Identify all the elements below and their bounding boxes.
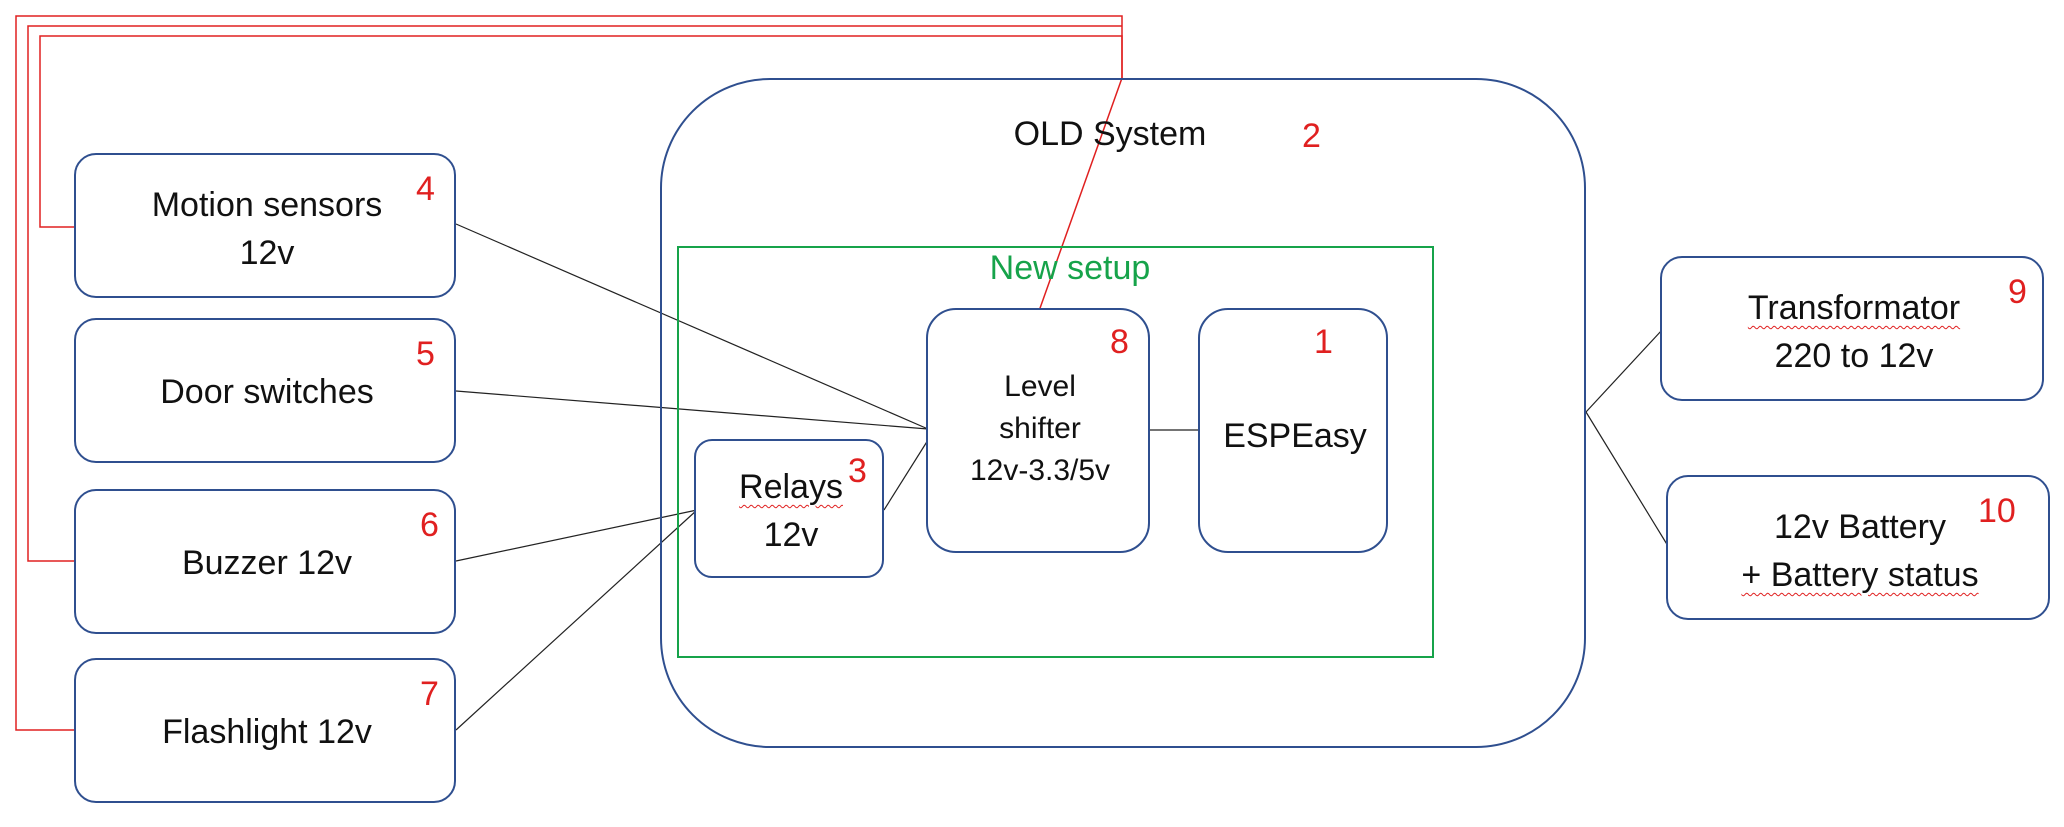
relays-label-1-text: Relays <box>739 468 843 506</box>
battery-label-2-text: + Battery status <box>1741 556 1979 594</box>
flashlight-label: Flashlight 12v <box>162 713 372 751</box>
motion-sensors-number: 4 <box>416 170 435 208</box>
connector-old-battery <box>1585 411 1669 547</box>
level-shifter-label-3: 12v-3.3/5v <box>969 454 1111 487</box>
red-wire-to-level-shifter <box>1038 77 1123 312</box>
connector-flash-relays <box>455 509 698 731</box>
battery-box: 12v Battery + Battery status 10 <box>1666 475 2050 620</box>
level-shifter-number: 8 <box>1110 323 1129 361</box>
level-shifter-box: Level shifter 12v-3.3/5v 8 <box>926 308 1150 553</box>
connector-door-level <box>455 390 929 430</box>
battery-number: 10 <box>1978 492 2016 530</box>
buzzer-box: Buzzer 12v 6 <box>74 489 456 634</box>
connector-motion-level <box>455 223 929 430</box>
relays-box: Relays 12v 3 <box>694 439 884 578</box>
battery-label-2: + Battery status <box>1668 551 2052 599</box>
transformator-label-1: Transformator <box>1662 284 2046 332</box>
connector-relays-level <box>883 439 929 511</box>
flashlight-number: 7 <box>420 675 439 713</box>
old-system-title: OLD System <box>1013 115 1207 153</box>
new-setup-title: New setup <box>989 249 1151 287</box>
red-wire-buzzer <box>27 25 1122 562</box>
buzzer-number: 6 <box>420 506 439 544</box>
motion-sensors-label-2: 12v <box>239 234 295 272</box>
motion-sensors-label-1: Motion sensors <box>151 186 383 224</box>
transformator-label-2: 220 to 12v <box>1774 337 1934 375</box>
relays-label-2: 12v <box>763 516 819 554</box>
espeasy-label: ESPEasy <box>1223 417 1367 455</box>
transformator-number: 9 <box>2008 273 2027 311</box>
transformator-box: Transformator 220 to 12v 9 <box>1660 256 2044 401</box>
flashlight-box: Flashlight 12v 7 <box>74 658 456 803</box>
level-shifter-label-2: shifter <box>999 412 1081 445</box>
new-setup-container <box>677 246 1434 658</box>
old-system-container <box>660 78 1586 748</box>
door-switches-label: Door switches <box>160 373 374 411</box>
buzzer-label: Buzzer 12v <box>181 544 353 582</box>
level-shifter-label-1: Level <box>1004 370 1076 403</box>
door-switches-box: Door switches 5 <box>74 318 456 463</box>
relays-number: 3 <box>848 452 867 490</box>
espeasy-number: 1 <box>1314 323 1333 361</box>
red-wire-flashlight <box>15 15 1123 731</box>
transformator-label-1-text: Transformator <box>1747 289 1961 327</box>
motion-sensors-box: Motion sensors 12v 4 <box>74 153 456 298</box>
relays-label-1: Relays <box>696 463 886 511</box>
door-switches-number: 5 <box>416 335 435 373</box>
battery-label-1: 12v Battery <box>1774 508 1946 546</box>
connector-buzzer-relays <box>455 509 698 562</box>
old-system-number: 2 <box>1302 117 1321 155</box>
connector-old-transformer <box>1585 329 1663 413</box>
espeasy-box: ESPEasy 1 <box>1198 308 1388 553</box>
